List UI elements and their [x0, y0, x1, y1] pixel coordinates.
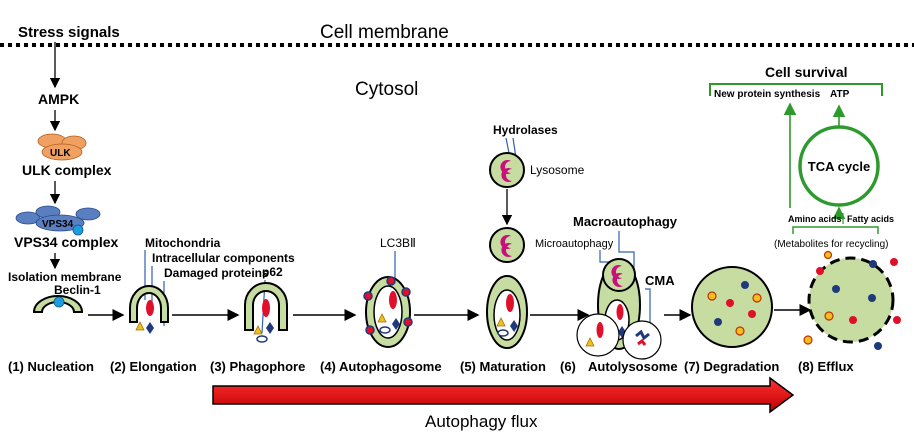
phagophore-shape	[244, 282, 288, 343]
new-protein-label: New protein synthesis	[714, 89, 821, 100]
vps34-complex-label: VPS34 complex	[14, 234, 118, 250]
fatty-acids-label: Fatty acids	[847, 214, 894, 224]
lysosome-icon-2	[489, 227, 525, 263]
cell-survival-title: Cell survival	[765, 64, 848, 80]
isolation-membrane-label: Isolation membrane	[8, 270, 122, 284]
amino-acids-label: Amino acids	[788, 214, 842, 224]
autolysosome-shape	[576, 258, 662, 360]
ulk-badge-label: ULK	[50, 148, 71, 159]
stress-signals-label: Stress signals	[18, 24, 120, 41]
stage-6-name-label: Autolysosome	[588, 359, 678, 374]
degradation-vesicle-shape	[691, 266, 773, 348]
tca-cycle-ring	[798, 125, 880, 207]
mitochondria-label: Mitochondria	[145, 236, 221, 250]
macroautophagy-label: Macroautophagy	[573, 214, 678, 229]
autophagy-flux-label: Autophagy flux	[425, 412, 538, 431]
cell-membrane-label: Cell membrane	[320, 22, 449, 43]
metabolites-label: (Metabolites for recycling)	[774, 239, 888, 250]
efflux-vesicle-shape	[803, 250, 901, 350]
elongation-membrane-shape	[129, 285, 169, 334]
p62-label: p62	[262, 265, 283, 279]
stage-3-label: (3) Phagophore	[210, 359, 305, 374]
microautophagy-callout	[599, 250, 610, 263]
damaged-proteins-label: Damaged proteins	[164, 266, 269, 280]
intracellular-components-label: Intracellular components	[152, 251, 295, 265]
stage-6-label: (6)	[560, 359, 576, 374]
metabolites-bracket	[792, 226, 879, 234]
vps34-complex-icon	[15, 205, 101, 236]
atp-label: ATP	[830, 89, 850, 100]
lysosome-label: Lysosome	[530, 163, 585, 177]
ulk-complex-icon	[37, 133, 87, 161]
ulk-complex-label: ULK complex	[22, 162, 112, 178]
lc3b-label: LC3BⅡ	[380, 236, 416, 250]
vps34-badge-label: VPS34	[42, 219, 74, 230]
autophagy-flux-arrow	[212, 376, 795, 414]
maturation-vesicle-shape	[486, 275, 528, 349]
stage-5-label: (5) Maturation	[460, 359, 546, 374]
microautophagy-label: Microautophagy	[535, 238, 614, 250]
stage-8-label: (8) Efflux	[798, 359, 854, 374]
stage-4-label: (4) Autophagosome	[320, 359, 442, 374]
stage-1-label: (1) Nucleation	[8, 359, 94, 374]
stage-2-label: (2) Elongation	[110, 359, 197, 374]
beclin1-label: Beclin-1	[54, 283, 101, 297]
hydrolases-label: Hydrolases	[493, 123, 558, 137]
isolation-membrane-shape	[32, 295, 84, 313]
tca-cycle-label: TCA cycle	[808, 159, 870, 174]
cytosol-label: Cytosol	[355, 79, 418, 100]
ampk-label: AMPK	[38, 91, 79, 107]
autophagosome-shape	[363, 276, 413, 348]
stage-7-label: (7) Degradation	[684, 359, 779, 374]
cma-label: CMA	[645, 273, 675, 288]
lysosome-icon	[489, 152, 525, 188]
cell-survival-bracket	[709, 83, 883, 96]
